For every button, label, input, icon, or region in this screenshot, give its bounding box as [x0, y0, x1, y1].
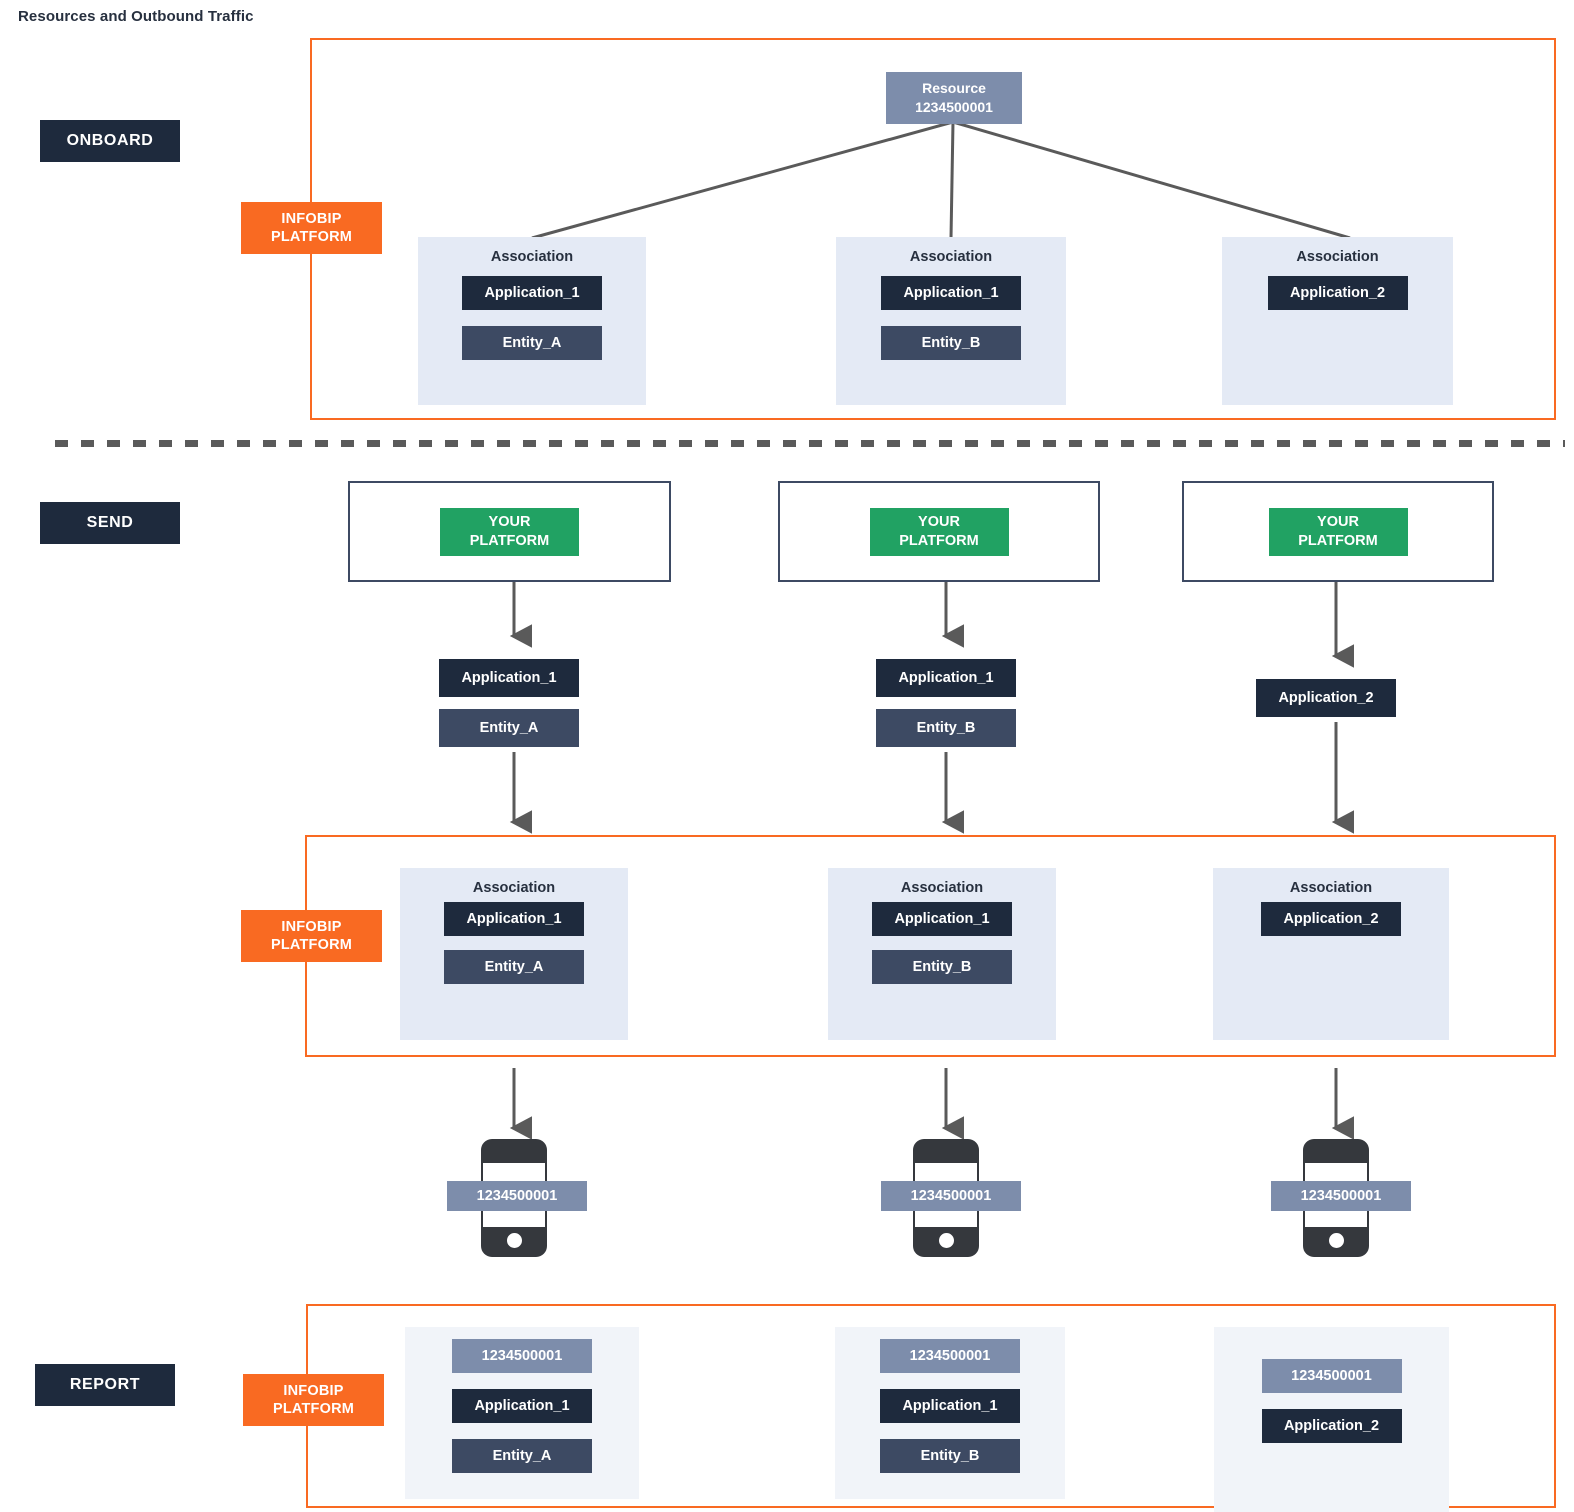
your-platform-line2: PLATFORM [1298, 532, 1378, 549]
your-platform-frame-2: YOUR PLATFORM [778, 481, 1100, 582]
phone-home-button [1329, 1233, 1344, 1248]
resource-node: Resource 1234500001 [886, 72, 1022, 124]
association-title: Association [900, 880, 984, 896]
entity-chip: Entity_B [881, 326, 1021, 360]
your-platform-chip: YOUR PLATFORM [1268, 507, 1408, 556]
report-record-3: 1234500001 Application_2 [1214, 1327, 1449, 1512]
phone-home-button [507, 1233, 522, 1248]
your-platform-frame-1: YOUR PLATFORM [348, 481, 671, 582]
entity-chip: Entity_B [880, 1439, 1020, 1473]
entity-chip: Entity_A [444, 950, 584, 984]
your-platform-line2: PLATFORM [899, 532, 979, 549]
send-association-3: Association Application_2 [1213, 868, 1449, 1040]
your-platform-line1: YOUR [488, 514, 531, 531]
stage-label-onboard-text: ONBOARD [66, 132, 154, 149]
send-request-application-1: Application_1 [439, 659, 579, 697]
platform-badge-line2: PLATFORM [270, 229, 353, 245]
platform-badge-line1: INFOBIP [281, 918, 342, 935]
application-chip: Application_1 [444, 902, 584, 936]
handset-msisdn-1: 1234500001 [447, 1181, 587, 1211]
send-infobip-platform-badge: INFOBIP PLATFORM [241, 910, 382, 962]
entity-chip: Entity_A [452, 1439, 592, 1473]
handset-msisdn-2: 1234500001 [881, 1181, 1021, 1211]
application-chip: Application_2 [1267, 276, 1408, 310]
application-chip: Application_1 [881, 276, 1021, 310]
platform-badge-line1: INFOBIP [281, 210, 342, 227]
association-title: Association [472, 880, 556, 896]
report-record-1: 1234500001 Application_1 Entity_A [405, 1327, 639, 1499]
association-title: Association [1296, 249, 1379, 265]
section-divider [55, 440, 1565, 447]
application-chip: Application_1 [872, 902, 1012, 936]
entity-chip: Entity_B [872, 950, 1012, 984]
report-infobip-platform-badge: INFOBIP PLATFORM [243, 1374, 384, 1426]
msisdn-chip: 1234500001 [1261, 1359, 1402, 1393]
msisdn-chip: 1234500001 [452, 1339, 592, 1373]
send-request-entity-1: Entity_A [439, 709, 579, 747]
platform-badge-line2: PLATFORM [272, 1401, 355, 1417]
application-chip: Application_2 [1261, 902, 1401, 936]
your-platform-line2: PLATFORM [469, 532, 550, 549]
entity-chip: Entity_A [462, 326, 602, 360]
onboard-association-1: Association Application_1 Entity_A [418, 237, 646, 405]
your-platform-frame-3: YOUR PLATFORM [1182, 481, 1494, 582]
association-title: Association [909, 249, 993, 265]
onboard-association-2: Association Application_1 Entity_B [836, 237, 1066, 405]
application-chip: Application_2 [1261, 1409, 1402, 1443]
stage-label-send: SEND [40, 502, 180, 544]
stage-label-report: REPORT [35, 1364, 175, 1406]
platform-badge-line1: INFOBIP [283, 1382, 344, 1399]
stage-label-onboard: ONBOARD [40, 120, 180, 162]
msisdn-chip: 1234500001 [880, 1339, 1020, 1373]
page-title: Resources and Outbound Traffic [18, 8, 254, 25]
handset-msisdn-3: 1234500001 [1271, 1181, 1411, 1211]
send-request-application-2: Application_1 [876, 659, 1016, 697]
resource-node-title: Resource [922, 80, 986, 97]
send-request-application-3: Application_2 [1256, 679, 1396, 717]
association-title: Association [1289, 880, 1373, 896]
send-request-entity-2: Entity_B [876, 709, 1016, 747]
send-association-1: Association Application_1 Entity_A [400, 868, 628, 1040]
platform-badge-line2: PLATFORM [270, 937, 353, 953]
application-chip: Application_1 [880, 1389, 1020, 1423]
your-platform-line1: YOUR [918, 514, 960, 531]
report-record-2: 1234500001 Application_1 Entity_B [835, 1327, 1065, 1499]
your-platform-chip: YOUR PLATFORM [440, 507, 579, 556]
stage-label-report-text: REPORT [69, 1376, 141, 1393]
application-chip: Application_1 [462, 276, 602, 310]
onboard-infobip-platform-badge: INFOBIP PLATFORM [241, 202, 382, 254]
send-association-2: Association Application_1 Entity_B [828, 868, 1056, 1040]
your-platform-chip: YOUR PLATFORM [869, 507, 1009, 556]
stage-label-send-text: SEND [86, 514, 134, 531]
phone-home-button [939, 1233, 954, 1248]
your-platform-line1: YOUR [1317, 514, 1359, 531]
application-chip: Application_1 [452, 1389, 592, 1423]
resource-node-id: 1234500001 [915, 99, 993, 115]
onboard-association-3: Association Application_2 [1222, 237, 1453, 405]
association-title: Association [490, 249, 574, 265]
